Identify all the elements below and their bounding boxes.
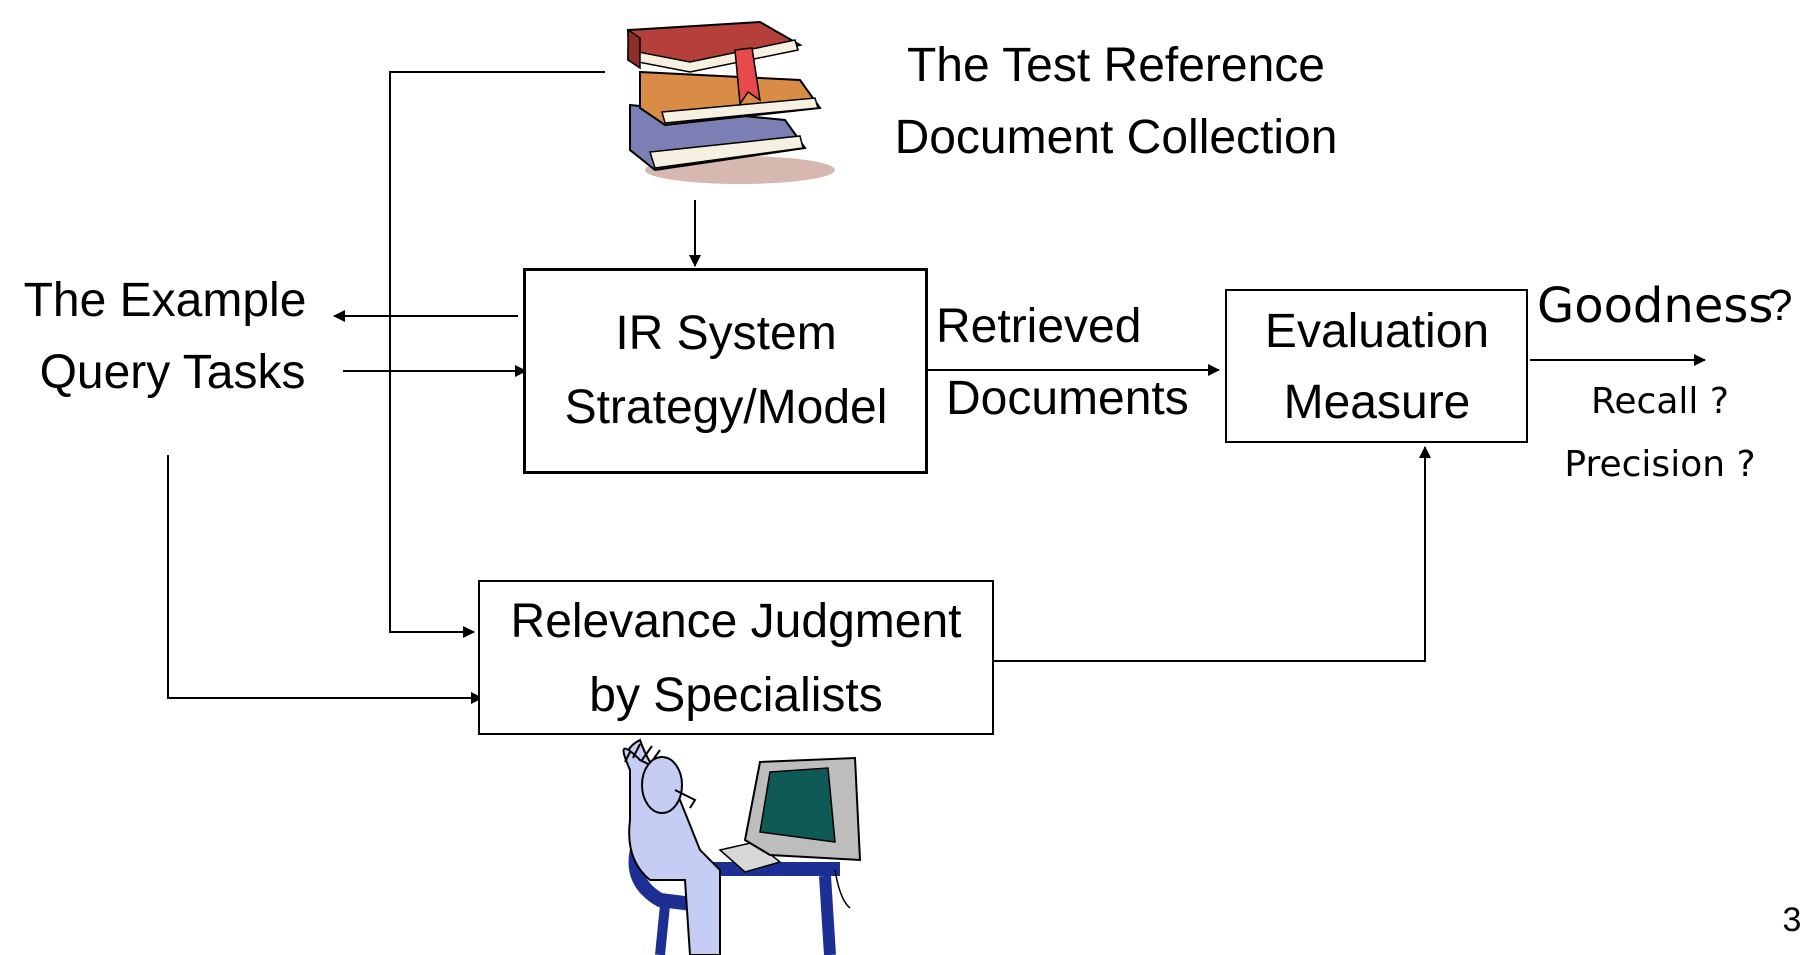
- evaluation-box: Evaluation Measure: [1225, 289, 1528, 443]
- relevance-line2: by Specialists: [589, 669, 883, 722]
- relevance-box: Relevance Judgment by Specialists: [478, 580, 994, 735]
- ir-system-line1: IR System: [615, 307, 837, 360]
- queries-label-line1: The Example: [23, 274, 307, 327]
- recall-label: Recall ?: [1591, 381, 1729, 422]
- retrieved-line2: Documents: [946, 372, 1189, 425]
- evaluation-line1: Evaluation: [1264, 305, 1490, 358]
- evaluation-line2: Measure: [1283, 376, 1471, 429]
- person-at-computer-icon: [622, 738, 862, 955]
- goodness-question-mark: ?: [1768, 281, 1793, 330]
- queries-label-line2: Query Tasks: [39, 346, 306, 399]
- collection-label-line1: The Test Reference: [906, 39, 1325, 92]
- arrow-queries-to-relevance: [167, 455, 483, 704]
- ir-system-line2: Strategy/Model: [564, 381, 888, 434]
- collection-label-line2: Document Collection: [894, 111, 1338, 164]
- retrieved-line1: Retrieved: [936, 300, 1142, 353]
- precision-label: Precision ?: [1564, 444, 1756, 485]
- arrow-relevance-to-evaluation: [993, 446, 1431, 662]
- goodness-label: Goodness: [1537, 278, 1774, 334]
- page-number: 3: [1782, 901, 1802, 939]
- arrow-collection-to-relevance: [389, 71, 605, 638]
- books-stack-icon: [626, 20, 835, 184]
- relevance-line1: Relevance Judgment: [510, 595, 962, 648]
- ir-system-box: IR System Strategy/Model: [523, 268, 928, 474]
